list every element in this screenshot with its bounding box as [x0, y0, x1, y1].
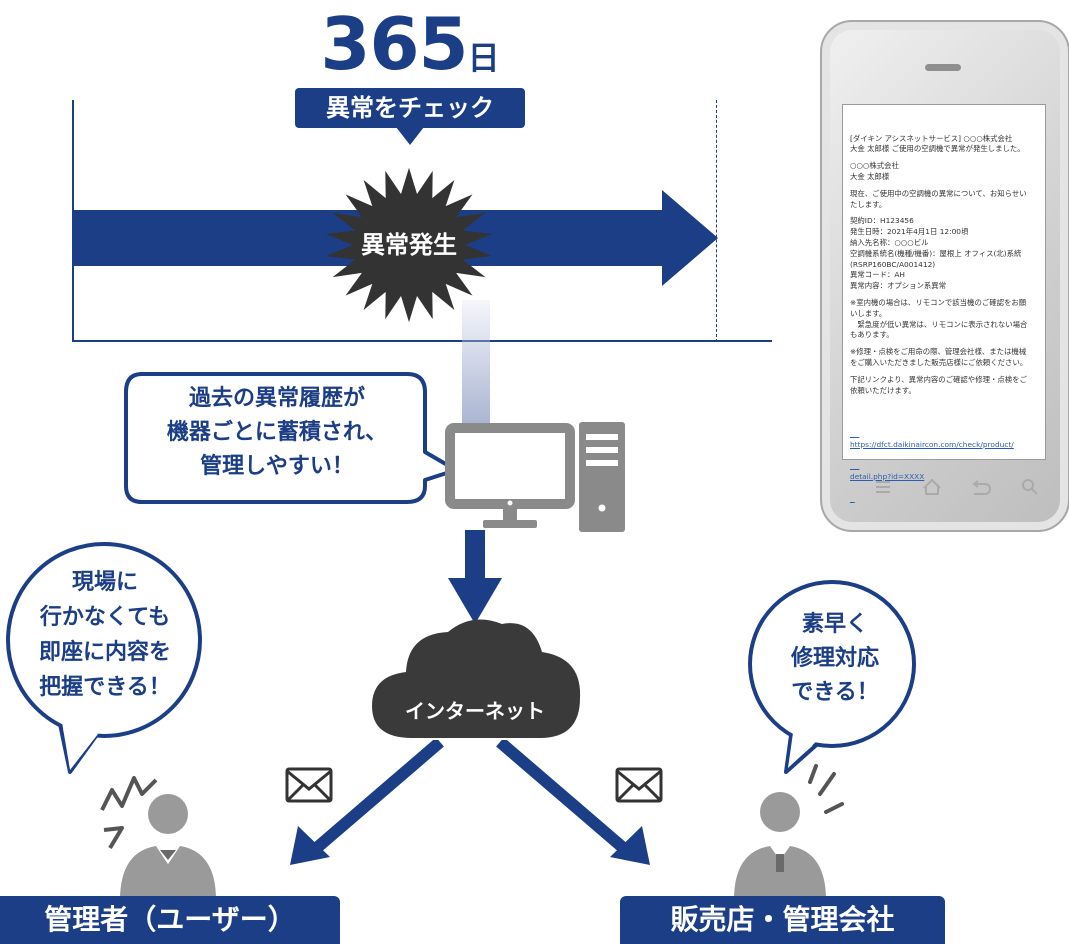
timeline-axis-horizontal: [72, 340, 772, 342]
history-line-3: 管理しやすい！: [200, 454, 354, 479]
history-bubble-text: 過去の異常履歴が 機器ごとに蓄積され、 管理しやすい！: [128, 382, 426, 484]
check-label-pointer: [396, 127, 424, 145]
email-link[interactable]: https://dfct.daikinaircon.com/check/prod…: [850, 418, 1040, 504]
dealer-line-1: 素早く: [801, 612, 868, 637]
internet-cloud: [372, 619, 581, 738]
email-link-line-1[interactable]: https://dfct.daikinaircon.com/check/prod…: [850, 439, 1014, 449]
user-line-1: 現場に: [71, 570, 138, 595]
email-line: 異常内容：オプション系異常: [850, 281, 947, 291]
anomaly-burst: [325, 167, 493, 323]
email-body: [ダイキン アシスネットサービス] ○○○株式会社大金 太郎様 ご使用の空調機で…: [850, 112, 1040, 515]
email-line: 現在、ご使用中の空調機の異常について、お知らせい: [850, 188, 1027, 198]
email-line: 緊急度が低い異常は、リモコンに表示されない場合: [850, 319, 1028, 329]
email-line: をご購入いただきました販売店様にご依頼ください。: [850, 357, 1028, 367]
menu-icon: [876, 481, 890, 493]
home-icon: [923, 478, 941, 495]
days-unit: 日: [467, 39, 500, 77]
check-label: 異常をチェック: [326, 94, 494, 122]
email-line: ※修理・点検をご用命の際、管理会社様、または機械: [850, 347, 1027, 357]
history-bubble: [124, 372, 458, 504]
distribution-arrows: [290, 740, 650, 865]
check-label-box: 異常をチェック: [295, 88, 525, 128]
dealer-bubble-text: 素早く 修理対応 できる！: [745, 608, 925, 710]
timeline-end-dashed-line: [716, 100, 717, 342]
email-line: 異常コード：AH: [850, 270, 905, 280]
user-bubble: [6, 542, 202, 774]
role-label-dealer: 販売店・管理会社: [620, 896, 945, 944]
dealer-person-icon: [734, 764, 844, 900]
email-link-line-2[interactable]: detail.php?id=XXXX: [850, 471, 925, 481]
email-line: ○○○株式会社: [850, 161, 899, 171]
user-line-2: 行かなくても: [39, 605, 171, 630]
email-line: いします。: [850, 308, 887, 318]
user-line-3: 即座に内容を: [38, 640, 171, 665]
days-heading: 365日: [300, 4, 520, 84]
email-line: 空調機系統名(機種/機番)：屋根上 オフィス(北)系統: [850, 248, 1022, 258]
email-line: 大金 太郎様: [850, 171, 890, 181]
email-line: 依頼いただけます。: [850, 385, 916, 395]
email-line: (RSRP160BC/A001412): [850, 259, 936, 269]
email-line: 発生日時：2021年4月1日 12:00頃: [850, 227, 969, 237]
internet-label: インターネット: [405, 699, 545, 723]
mail-icon-user: [285, 767, 333, 803]
days-number: 365: [320, 2, 468, 86]
anomaly-label: 異常発生: [361, 231, 457, 259]
dealer-line-2: 修理対応: [790, 646, 879, 671]
email-text-lines: [ダイキン アシスネットサービス] ○○○株式会社大金 太郎様 ご使用の空調機で…: [850, 134, 1040, 397]
role-label-user: 管理者（ユーザー）: [0, 896, 340, 944]
history-line-1: 過去の異常履歴が: [188, 386, 365, 411]
role-dealer-text: 販売店・管理会社: [670, 903, 895, 936]
role-user-text: 管理者（ユーザー）: [44, 903, 296, 936]
history-line-2: 機器ごとに蓄積され、: [166, 420, 388, 445]
user-bubble-text: 現場に 行かなくても 即座に内容を 把握できる！: [10, 565, 200, 705]
smartphone-screen: [842, 104, 1046, 460]
dealer-bubble: [748, 580, 916, 774]
phone-nav-bar: [876, 478, 1038, 495]
email-line: [ダイキン アシスネットサービス] ○○○株式会社: [850, 133, 1013, 143]
email-line: 下記リンクより、異常内容のご確認や修理・点検をご: [850, 374, 1027, 384]
user-line-4: 把握できる！: [39, 675, 171, 700]
mail-icon-dealer: [615, 767, 663, 803]
email-line: もあります。: [850, 330, 894, 340]
email-line: ※室内機の場合は、リモコンで該当機のご確認をお願: [850, 297, 1027, 307]
back-icon: [972, 480, 992, 495]
dealer-line-3: できる！: [791, 680, 879, 705]
email-line: 大金 太郎様 ご使用の空調機で異常が発生しました。: [850, 144, 1025, 154]
down-arrow: [448, 530, 502, 624]
user-person-icon: [100, 776, 216, 900]
signal-connector: [462, 300, 490, 425]
email-line: たします。: [850, 199, 887, 209]
email-line: 契約ID：H123456: [850, 216, 914, 226]
computer-icon: [445, 422, 625, 532]
smartphone-speaker: [925, 64, 961, 71]
search-icon: [1022, 479, 1038, 495]
email-line: 納入先名称：○○○ビル: [850, 237, 929, 247]
